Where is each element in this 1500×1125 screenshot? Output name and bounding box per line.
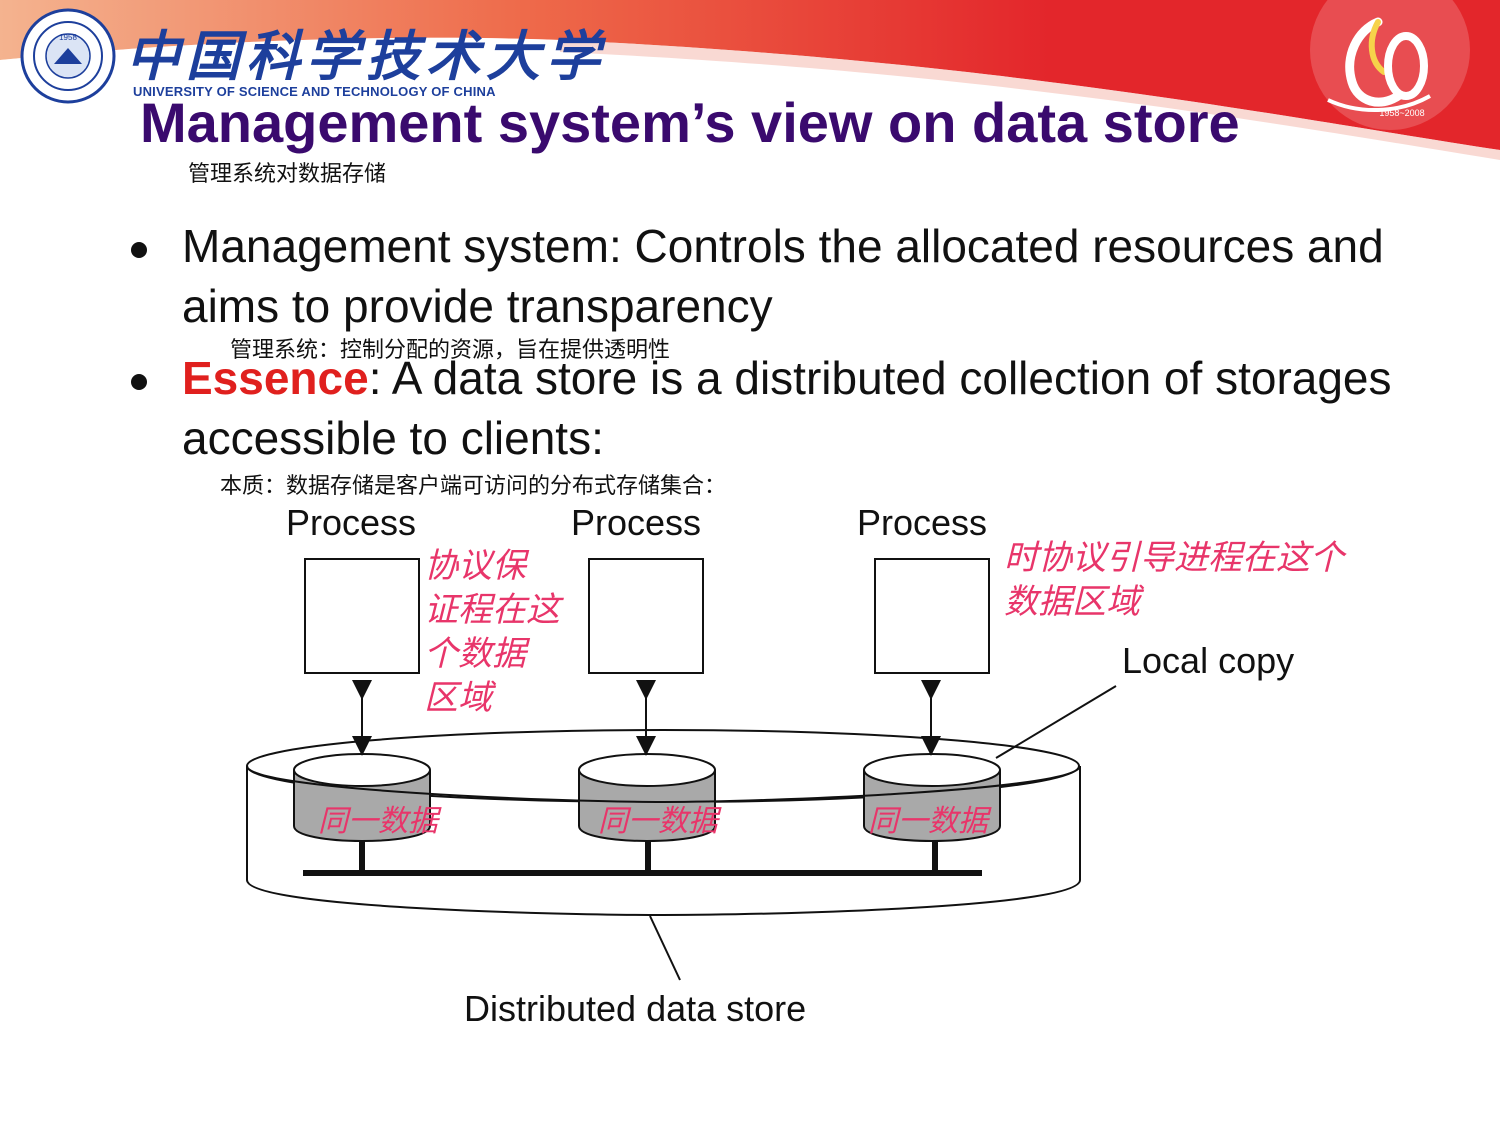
handwritten-note-left: 协议保 证程在这 个数据 区域: [424, 544, 560, 720]
handwritten-line: 数据区域: [1004, 583, 1140, 621]
bullet-note-cn: 管理系统：控制分配的资源，旨在提供透明性: [230, 337, 671, 362]
university-name-en: UNIVERSITY OF SCIENCE AND TECHNOLOGY OF …: [133, 84, 496, 99]
process-box: [588, 558, 704, 674]
local-storage-disk: [578, 753, 716, 842]
process-label: Process: [286, 502, 417, 543]
handwritten-line: 时协议引导进程在这个: [1004, 539, 1344, 577]
university-name-cn: 中国科学技术大学: [126, 24, 606, 88]
anniversary-years: 1958~2008: [1379, 108, 1424, 118]
process-box: [304, 558, 420, 674]
handwritten-line: 区域: [424, 679, 492, 717]
seal-year: 1958: [59, 33, 77, 42]
university-seal-logo: 1958: [20, 8, 116, 104]
handwritten-line: 个数据: [424, 635, 526, 673]
bullet-dot: [131, 242, 147, 258]
process-box: [874, 558, 990, 674]
handwritten-disk-note: 同一数据: [318, 805, 438, 838]
bullet-dot: [131, 374, 147, 390]
slide-subtitle-cn: 管理系统对数据存储: [188, 161, 387, 186]
bullet-essence: Essence: A data store is a distributed c…: [182, 348, 1422, 468]
bullet-management-system: Management system: Controls the allocate…: [182, 220, 1384, 332]
bullet-note-cn: 本质：数据存储是客户端可访问的分布式存储集合：: [220, 473, 727, 498]
handwritten-disk-note: 同一数据: [868, 805, 988, 838]
distributed-data-store-label: Distributed data store: [464, 988, 807, 1029]
local-storage-disk: [863, 753, 1001, 842]
data-store-pointer: [649, 915, 681, 981]
handwritten-disk-note: 同一数据: [598, 805, 718, 838]
local-storage-disk: [293, 753, 431, 842]
anniversary-logo: 1958~2008: [1327, 17, 1431, 118]
process-label: Process: [571, 502, 702, 543]
local-copy-label: Local copy: [1122, 640, 1295, 681]
slide-title: Management system’s view on data store: [140, 91, 1240, 154]
handwritten-line: 协议保: [424, 547, 526, 585]
essence-keyword: Essence: [182, 352, 369, 404]
process-label: Process: [857, 502, 988, 543]
handwritten-note-right: 时协议引导进程在这个 数据区域: [1004, 536, 1344, 624]
local-copy-pointer: [995, 685, 1117, 759]
essence-text: : A data store is a distributed collecti…: [182, 352, 1392, 464]
handwritten-line: 证程在这: [424, 591, 560, 629]
